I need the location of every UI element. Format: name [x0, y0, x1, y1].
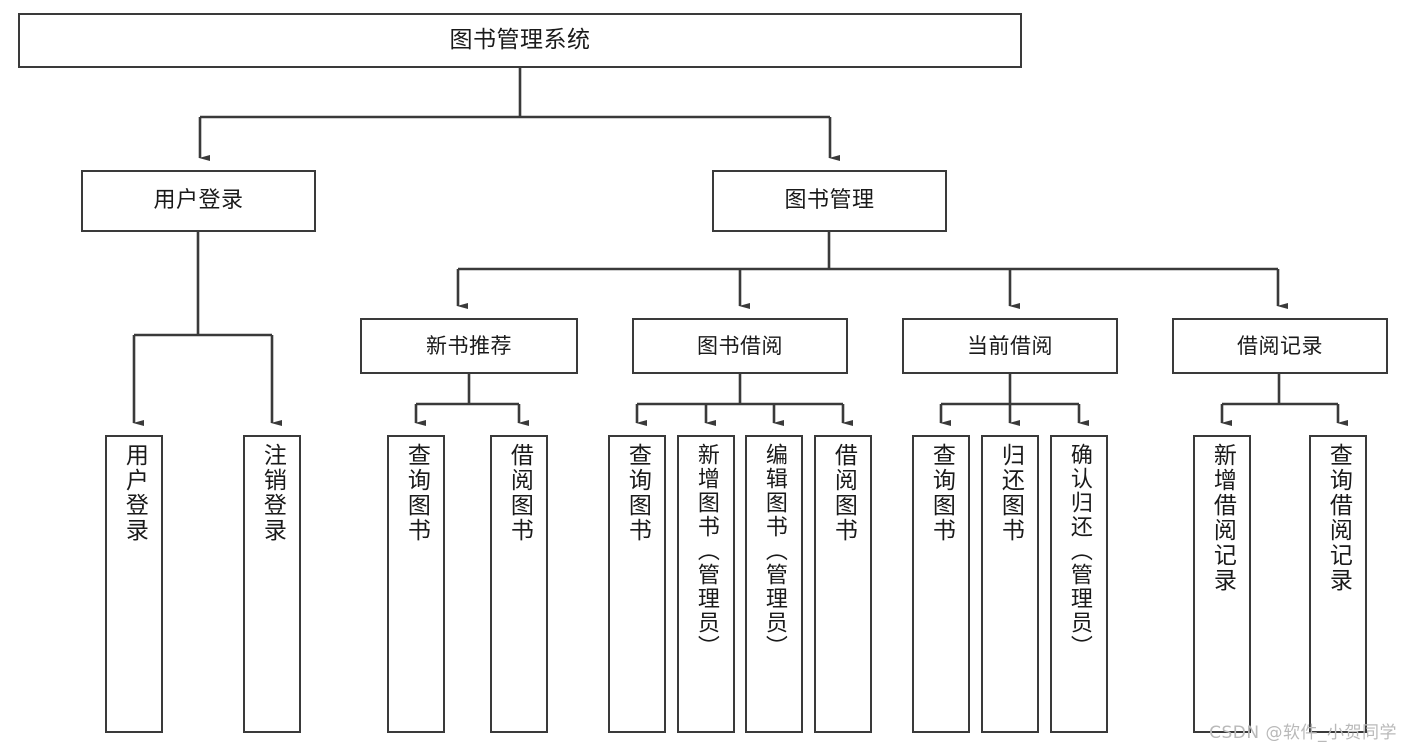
node-label: 归还图书 — [997, 443, 1024, 543]
node-label: 借阅记录 — [1237, 333, 1323, 358]
node-leaf-return-book[interactable]: 归还图书 — [981, 435, 1039, 733]
node-leaf-query-book-1[interactable]: 查询图书 — [387, 435, 445, 733]
node-root-system[interactable]: 图书管理系统 — [18, 13, 1022, 68]
node-label: 编辑图书（管理员） — [761, 443, 787, 659]
watermark-text: CSDN @软件_小贺同学 — [1209, 723, 1397, 743]
node-label: 图书借阅 — [697, 333, 783, 358]
node-label: 图书管理系统 — [449, 27, 591, 54]
node-label: 当前借阅 — [967, 333, 1053, 358]
node-book-borrow[interactable]: 图书借阅 — [632, 318, 848, 374]
node-new-book-recommend[interactable]: 新书推荐 — [360, 318, 578, 374]
node-leaf-confirm-return[interactable]: 确认归还（管理员） — [1050, 435, 1108, 733]
node-current-borrow[interactable]: 当前借阅 — [902, 318, 1118, 374]
node-label: 查询图书 — [403, 443, 430, 543]
node-leaf-borrow-book-2[interactable]: 借阅图书 — [814, 435, 872, 733]
node-leaf-query-book-2[interactable]: 查询图书 — [608, 435, 666, 733]
node-leaf-add-record[interactable]: 新增借阅记录 — [1193, 435, 1251, 733]
node-leaf-add-book[interactable]: 新增图书（管理员） — [677, 435, 735, 733]
node-label: 用户登录 — [153, 188, 244, 214]
node-label: 用户登录 — [121, 443, 148, 543]
node-label: 注销登录 — [259, 443, 286, 543]
node-leaf-logout[interactable]: 注销登录 — [243, 435, 301, 733]
node-leaf-user-login[interactable]: 用户登录 — [105, 435, 163, 733]
node-label: 图书管理 — [784, 188, 875, 214]
node-label: 查询借阅记录 — [1325, 443, 1352, 593]
node-borrow-record[interactable]: 借阅记录 — [1172, 318, 1388, 374]
node-book-manage[interactable]: 图书管理 — [712, 170, 947, 232]
node-leaf-query-record[interactable]: 查询借阅记录 — [1309, 435, 1367, 733]
node-label: 借阅图书 — [830, 443, 857, 543]
node-leaf-borrow-book-1[interactable]: 借阅图书 — [490, 435, 548, 733]
node-label: 借阅图书 — [506, 443, 533, 543]
node-label: 查询图书 — [624, 443, 651, 543]
node-label: 查询图书 — [928, 443, 955, 543]
node-label: 确认归还（管理员） — [1066, 443, 1092, 659]
node-label: 新增借阅记录 — [1209, 443, 1236, 593]
node-leaf-edit-book[interactable]: 编辑图书（管理员） — [745, 435, 803, 733]
node-label: 新书推荐 — [426, 333, 512, 358]
node-label: 新增图书（管理员） — [693, 443, 719, 659]
node-leaf-query-book-3[interactable]: 查询图书 — [912, 435, 970, 733]
node-user-login[interactable]: 用户登录 — [81, 170, 316, 232]
